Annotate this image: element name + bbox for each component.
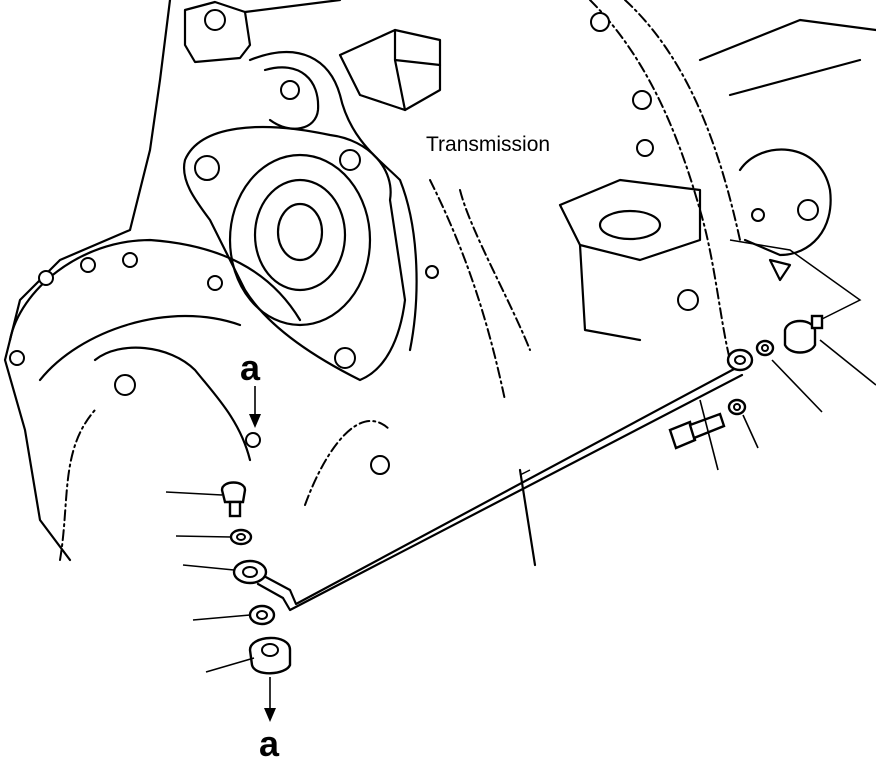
- leader-lines: [165, 339, 876, 673]
- connection-label-top: a: [240, 347, 261, 388]
- arrow-down-icon: [249, 386, 261, 428]
- bottom-fitting-stack: [220, 481, 292, 675]
- top-fitting-stack: [668, 314, 824, 450]
- arrow-down-icon: [264, 677, 276, 722]
- oil-pipe: [256, 366, 744, 612]
- transmission-housing: [3, 0, 876, 567]
- transmission-label: Transmission: [426, 133, 551, 156]
- connection-label-bottom: a: [259, 723, 280, 764]
